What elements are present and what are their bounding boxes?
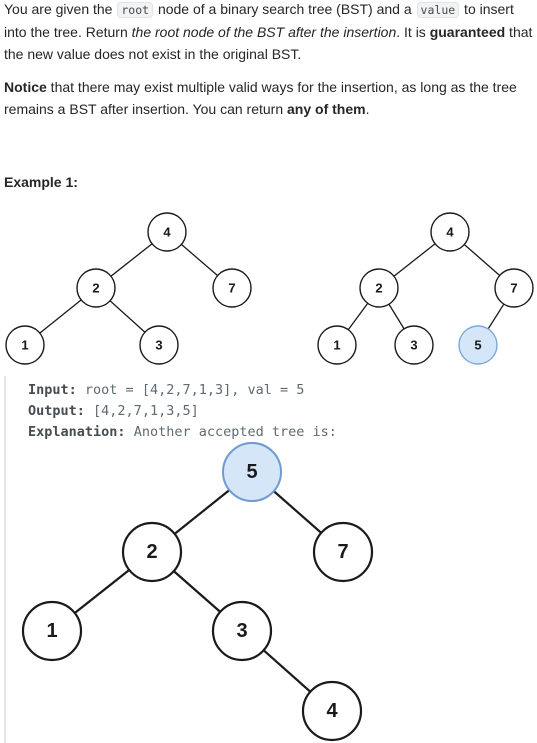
- desc-text: . It is: [396, 24, 430, 40]
- desc-bold-guaranteed: guaranteed: [429, 24, 506, 40]
- tree-node-label: 2: [146, 541, 157, 563]
- tree-node: [211, 600, 273, 662]
- example-code-block: Input: root = [4,2,7,1,3], val = 5 Outpu…: [4, 376, 537, 743]
- tree-node: [147, 212, 187, 252]
- inline-code-root: root: [117, 2, 154, 18]
- tree-node-label: 5: [474, 338, 481, 353]
- notice-text: .: [365, 101, 370, 117]
- tree-node: [359, 268, 399, 308]
- input-label: Input:: [28, 382, 77, 398]
- tree-node-label: 1: [46, 620, 57, 642]
- inline-code-value: value: [416, 2, 460, 18]
- tree-node-label: 1: [333, 338, 340, 353]
- tree-node-label: 7: [337, 541, 348, 563]
- tree-node-label: 7: [510, 281, 517, 296]
- example-explanation-line: Explanation: Another accepted tree is:: [28, 424, 337, 440]
- tree-node-label: 5: [246, 461, 257, 483]
- desc-text: node of a binary search tree (BST) and a: [154, 1, 416, 17]
- desc-text: to insert into the tree. Return: [4, 1, 514, 40]
- tree-node-label: 2: [92, 281, 99, 296]
- notice-bold: Notice: [4, 79, 47, 95]
- example-trees-diagram: 4 2 7 1 3 4 2 7 1 3 5: [5, 212, 534, 365]
- tree-node: [317, 325, 357, 365]
- tree-node-label: 1: [21, 338, 28, 353]
- tree-node-label: 2: [375, 281, 382, 296]
- explanation-value: Another accepted tree is:: [133, 424, 337, 440]
- tree-node: [121, 521, 183, 583]
- output-label: Output:: [28, 403, 85, 419]
- example-title: Example 1:: [4, 174, 78, 190]
- tree-node: [21, 600, 83, 662]
- example-input-line: Input: root = [4,2,7,1,3], val = 5: [28, 382, 304, 398]
- explanation-label: Explanation:: [28, 424, 126, 440]
- tree-node-label: 4: [326, 700, 338, 722]
- desc-italic: the root node of the BST after the inser…: [131, 24, 397, 40]
- tree-node-label: 4: [163, 225, 171, 240]
- problem-description: You are given the root node of a binary …: [4, 0, 534, 65]
- notice-bold-any: any of them: [287, 101, 366, 117]
- tree-node: [139, 325, 179, 365]
- tree-node: [212, 268, 252, 308]
- original-tree: 4 2 7 1 3: [5, 212, 252, 365]
- tree-node-label: 7: [228, 281, 235, 296]
- tree-node: [76, 268, 116, 308]
- output-value: [4,2,7,1,3,5]: [93, 403, 199, 419]
- tree-node: [430, 212, 470, 252]
- inserted-node-highlight: [458, 325, 498, 365]
- tree-node-label: 3: [236, 620, 247, 642]
- tree-node: [494, 268, 534, 308]
- example-output-line: Output: [4,2,7,1,3,5]: [28, 403, 199, 419]
- tree-node: [312, 521, 374, 583]
- tree-node-label: 4: [446, 225, 454, 240]
- input-value: root = [4,2,7,1,3], val = 5: [84, 382, 305, 398]
- tree-node: [301, 680, 363, 742]
- tree-node: [394, 325, 434, 365]
- desc-text: You are given the: [4, 1, 117, 17]
- inserted-tree: 4 2 7 1 3 5: [317, 212, 534, 365]
- tree-node: [5, 325, 45, 365]
- notice-paragraph: Notice that there may exist multiple val…: [4, 76, 534, 120]
- tree-node-label: 3: [410, 338, 417, 353]
- notice-text: that there may exist multiple valid ways…: [4, 79, 517, 117]
- tree-node-label: 3: [155, 338, 162, 353]
- root-node-highlight: [222, 442, 282, 502]
- desc-text: that the new value does not exist in the…: [4, 24, 533, 62]
